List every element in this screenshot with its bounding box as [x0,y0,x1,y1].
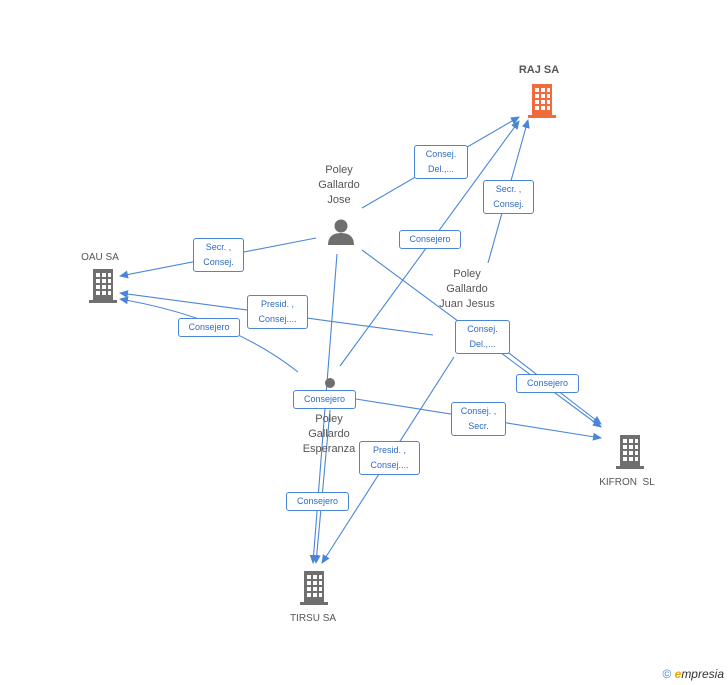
relation-label-esp-raj[interactable]: Consejero [399,230,461,249]
relation-label-esp-tirsu-top[interactable]: Consejero [293,390,356,409]
person-label-esperanza[interactable]: Poley Gallardo Esperanza [302,413,356,455]
building-icon[interactable] [298,570,330,606]
building-icon[interactable] [526,83,558,119]
relation-label-esp-oau[interactable]: Consejero [178,318,240,337]
copyright-footer[interactable]: © empresia [662,667,724,681]
copyright-symbol: © [662,667,672,681]
company-label-kifron[interactable]: KIFRON SL [599,477,655,488]
person-label-juan[interactable]: Poley Gallardo Juan Jesus [439,268,495,310]
building-icon[interactable] [614,434,646,470]
edge-esp-tirsu [312,409,331,564]
person-icon[interactable] [326,218,356,246]
company-label-tirsu[interactable]: TIRSU SA [289,613,337,624]
relation-label-juan-kifron[interactable]: Consej. Del.,... [455,320,510,354]
empresia-logo[interactable]: empresia [674,667,724,681]
relation-label-juan-tirsu[interactable]: Presid. , Consej.... [359,441,420,475]
person-icon[interactable] [320,377,340,389]
person-label-jose[interactable]: Poley Gallardo Jose [318,164,360,206]
company-label-oau[interactable]: OAU SA [81,252,119,263]
relation-label-jose-raj[interactable]: Consej. Del.,... [414,145,468,179]
relation-label-esp-kifron[interactable]: Consej. , Secr. [451,402,506,436]
relation-label-jose-tirsu[interactable]: Consejero [286,492,349,511]
relation-label-juan-raj[interactable]: Secr. , Consej. [483,180,534,214]
relation-label-juan-oau[interactable]: Presid. , Consej.... [247,295,308,329]
relation-label-jose-kifron[interactable]: Consejero [516,374,579,393]
relation-label-jose-oau[interactable]: Secr. , Consej. [193,238,244,272]
company-label-raj[interactable]: RAJ SA [518,64,560,76]
building-icon[interactable] [87,268,119,304]
